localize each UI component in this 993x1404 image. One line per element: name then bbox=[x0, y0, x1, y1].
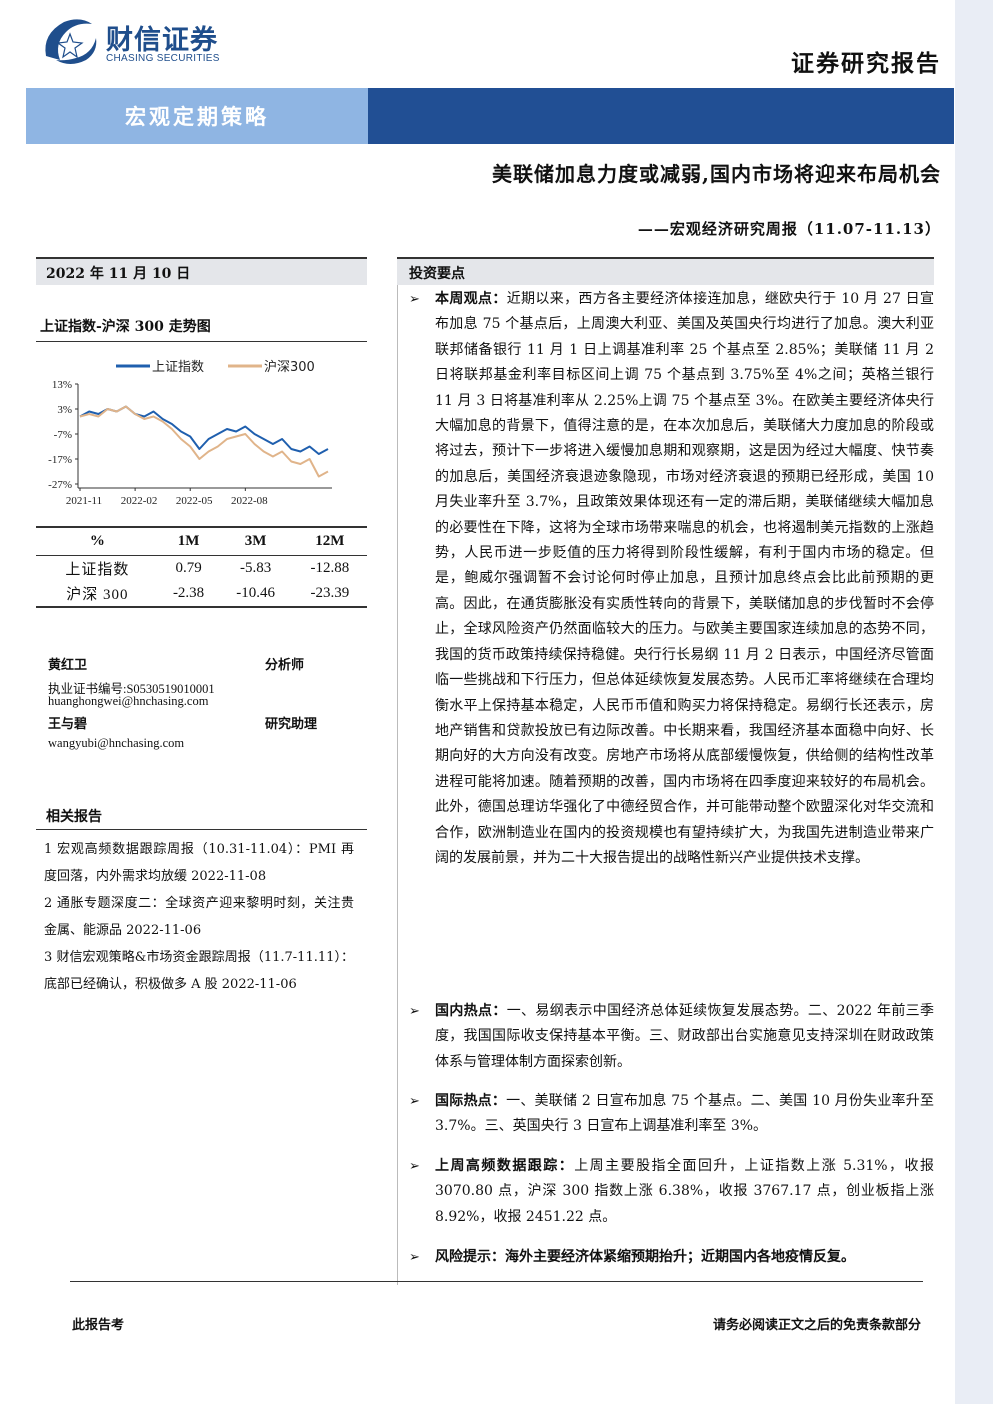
chart-title: 上证指数-沪深 300 走势图 bbox=[36, 316, 367, 342]
bullet-label: 风险提示： bbox=[435, 1249, 505, 1265]
investment-highlights-header: 投资要点 bbox=[397, 257, 934, 285]
analyst-2-email[interactable]: wangyubi@hnchasing.com bbox=[48, 736, 185, 750]
bullet-label: 国际热点： bbox=[435, 1093, 507, 1109]
perf-header-unit: % bbox=[89, 532, 105, 549]
related-reports-title: 相关报告 bbox=[36, 806, 367, 830]
table-row: 沪深 300 -2.38 -10.46 -23.39 bbox=[36, 581, 367, 607]
bullet-label: 上周高频数据跟踪： bbox=[435, 1158, 575, 1174]
brand-name-en: CHASING SECURITIES bbox=[106, 53, 220, 64]
x-tick-label: 2022-02 bbox=[121, 495, 158, 507]
perf-row-name: 上证指数 bbox=[65, 561, 130, 578]
chasing-logo-icon bbox=[45, 19, 97, 64]
table-row: 上证指数 0.79 -5.83 -12.88 bbox=[36, 555, 367, 581]
bullet-label: 本周观点： bbox=[435, 291, 507, 307]
banner-fill bbox=[368, 88, 954, 144]
arrow-bullet-icon: ➢ bbox=[409, 1159, 420, 1174]
banner-label-box: 宏观定期策略 bbox=[26, 88, 368, 144]
related-report-item[interactable]: 1 宏观高频数据跟踪周报（10.31-11.04）：PMI 再度回落，内外需求均… bbox=[44, 842, 354, 884]
arrow-bullet-icon: ➢ bbox=[409, 1094, 420, 1109]
analyst-1-email[interactable]: huanghongwei@hnchasing.com bbox=[48, 694, 209, 708]
perf-cell-12m: -23.39 bbox=[310, 585, 350, 601]
legend-label: 沪深300 bbox=[264, 359, 315, 375]
x-tick-label: 2022-05 bbox=[176, 495, 213, 507]
bullet-risk-warning: ➢ 风险提示：海外主要经济体紧缩预期抬升；近期国内各地疫情反复。 bbox=[409, 1245, 934, 1270]
section-banner: 宏观定期策略 bbox=[26, 88, 954, 144]
report-title: 美联储加息力度或减弱,国内市场将迎来布局机会 bbox=[492, 162, 941, 186]
column-divider bbox=[397, 285, 398, 1285]
perf-header-3m: 3M bbox=[244, 532, 267, 549]
x-tick-label: 2022-08 bbox=[231, 495, 268, 507]
bullet-text: 一、易纲表示中国经济总体延续恢复发展态势。二、2022 年前三季度，我国国际收支… bbox=[435, 1003, 935, 1070]
bullet-text: 近期以来，西方各主要经济体接连加息，继欧央行于 10 月 27 日宣布加息 75… bbox=[435, 291, 934, 866]
bullet-international-hotspots: ➢ 国际热点：一、美联储 2 日宣布加息 75 个基点。二、美国 10 月份失业… bbox=[409, 1089, 934, 1140]
bullet-text: 海外主要经济体紧缩预期抬升；近期国内各地疫情反复。 bbox=[505, 1249, 855, 1265]
related-report-item[interactable]: 2 通胀专题深度二：全球资产迎来黎明时刻，关注贵金属、能源品 2022-11-0… bbox=[44, 896, 354, 938]
y-tick-label: -17% bbox=[48, 454, 72, 466]
bullet-high-frequency-data: ➢ 上周高频数据跟踪：上周主要股指全面回升，上证指数上涨 5.31%，收报 30… bbox=[409, 1154, 934, 1230]
perf-cell-1m: 0.79 bbox=[175, 559, 202, 576]
perf-header-12m: 12M bbox=[315, 532, 345, 549]
section-label: 宏观定期策略 bbox=[125, 104, 269, 129]
related-reports-list: 1 宏观高频数据跟踪周报（10.31-11.04）：PMI 再度回落，内外需求均… bbox=[44, 836, 354, 998]
arrow-bullet-icon: ➢ bbox=[409, 292, 420, 307]
series-line-csi300 bbox=[79, 405, 329, 478]
bullet-label: 国内热点： bbox=[435, 1003, 507, 1019]
footer-disclaimer[interactable]: 请务必阅读正文之后的免责条款部分 bbox=[712, 1318, 921, 1333]
y-tick-label: -27% bbox=[48, 479, 72, 491]
arrow-bullet-icon: ➢ bbox=[409, 1250, 420, 1265]
analyst-1-role: 分析师 bbox=[265, 658, 305, 673]
related-report-item[interactable]: 3 财信宏观策略&市场资金跟踪周报（11.7-11.11）：底部已经确认，积极做… bbox=[44, 950, 354, 992]
perf-cell-1m: -2.38 bbox=[172, 585, 205, 601]
bullet-weekly-view: ➢ 本周观点：近期以来，西方各主要经济体接连加息，继欧央行于 10 月 27 日… bbox=[409, 287, 934, 871]
performance-table: % 1M 3M 12M 上证指数 0.79 -5.83 -12.88 沪深 30… bbox=[36, 526, 367, 608]
footer-left-text: 此报告考 bbox=[72, 1318, 125, 1333]
performance-header-row: % 1M 3M 12M bbox=[36, 527, 367, 555]
y-tick-label: 13% bbox=[52, 379, 72, 391]
x-tick-label: 2021-11 bbox=[66, 495, 102, 507]
report-date: 2022 年 11 月 10 日 bbox=[46, 266, 191, 282]
report-subtitle: ——宏观经济研究周报（11.07-11.13） bbox=[637, 220, 941, 238]
perf-row-name: 沪深 300 bbox=[66, 587, 129, 603]
perf-header-1m: 1M bbox=[177, 532, 200, 549]
analyst-2-name: 王与碧 bbox=[48, 717, 88, 732]
bullet-domestic-hotspots: ➢ 国内热点：一、易纲表示中国经济总体延续恢复发展态势。二、2022 年前三季度… bbox=[409, 999, 934, 1075]
legend-label: 上证指数 bbox=[152, 360, 204, 375]
investment-highlights-title: 投资要点 bbox=[409, 266, 465, 282]
page-side-strip bbox=[955, 0, 993, 1404]
y-tick-label: 3% bbox=[57, 404, 72, 416]
analyst-1-name: 黄红卫 bbox=[48, 658, 88, 673]
index-trend-chart: 上证指数 沪深300 13% 3% -7% -17% -27% 2021-11 2022-02… bbox=[36, 348, 367, 514]
analyst-1-cert: 执业证书编号:S0530519010001 bbox=[48, 682, 215, 696]
analyst-2-role: 研究助理 bbox=[265, 717, 318, 732]
perf-cell-12m: -12.88 bbox=[310, 559, 350, 576]
document-type: 证券研究报告 bbox=[791, 50, 941, 77]
arrow-bullet-icon: ➢ bbox=[409, 1004, 420, 1019]
bullet-text: 上周主要股指全面回升，上证指数上涨 5.31%，收报 3070.80 点，沪深 … bbox=[435, 1158, 934, 1225]
perf-cell-3m: -5.83 bbox=[239, 559, 272, 576]
date-box: 2022 年 11 月 10 日 bbox=[36, 257, 367, 285]
bullet-text: 一、美联储 2 日宣布加息 75 个基点。二、美国 10 月份失业率升至 3.7… bbox=[435, 1093, 934, 1135]
brand-name-cn: 财信证券 bbox=[106, 25, 218, 56]
y-tick-label: -7% bbox=[54, 429, 72, 441]
perf-cell-3m: -10.46 bbox=[236, 585, 275, 601]
series-line-sse bbox=[79, 405, 329, 455]
footer-divider bbox=[70, 1281, 923, 1282]
trend-chart-svg: 上证指数 沪深300 13% 3% -7% -17% -27% 2021-11 2022-02… bbox=[48, 359, 332, 507]
